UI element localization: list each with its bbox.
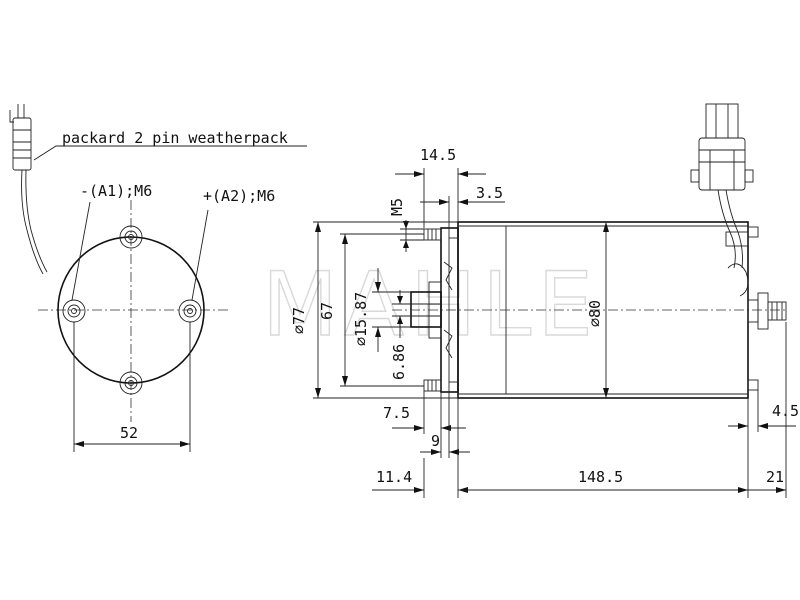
rear-terminal-stud <box>747 292 787 330</box>
side-connector-plug <box>690 103 754 191</box>
dim-52-label: 52 <box>120 424 138 442</box>
wire-loop <box>727 263 749 297</box>
dim-21-label: 21 <box>766 468 784 486</box>
connector-label: packard 2 pin weatherpack <box>62 129 288 147</box>
end-view-body-circle <box>57 236 205 384</box>
dim-4-5-label: 4.5 <box>772 402 799 420</box>
dim-7-5-label: 7.5 <box>383 404 410 422</box>
dim-148-5-label: 148.5 <box>578 468 623 486</box>
output-shaft <box>410 291 442 328</box>
dim-67-label: 67 <box>318 302 336 320</box>
side-view: 14.5 3.5 M5 ⌀77 67 ⌀15.87 <box>290 103 799 498</box>
dim-dia77-label: ⌀77 <box>290 307 308 334</box>
wire-clamp <box>725 231 749 247</box>
mahle-watermark: MAHLE <box>262 253 599 356</box>
terminal-top <box>119 225 143 249</box>
dim-dia15-87-label: ⌀15.87 <box>352 292 370 346</box>
rear-bolt-top <box>747 226 759 238</box>
terminal-pos-a2 <box>178 299 202 323</box>
dim-dia80-label: ⌀80 <box>586 300 604 327</box>
dim-11-4-label: 11.4 <box>376 468 412 486</box>
terminal-neg-a1 <box>62 299 86 323</box>
end-view: packard 2 pin weatherpack -(A1);M6 +(A2)… <box>9 104 307 452</box>
dim-9-label: 9 <box>431 432 440 450</box>
terminal-neg-label: -(A1);M6 <box>80 182 152 200</box>
connector-cable-2 <box>25 169 48 273</box>
connector-leader <box>33 145 307 161</box>
thread-m5-label: M5 <box>388 198 406 216</box>
connector-cable <box>21 169 44 275</box>
side-connector-wire-1 <box>717 189 736 269</box>
terminal-pos-label: +(A2);M6 <box>203 187 275 205</box>
dim-6-86-label: 6.86 <box>390 344 408 380</box>
connector-plug <box>9 104 32 171</box>
dim-3-5-label: 3.5 <box>476 184 503 202</box>
mounting-stud-top <box>423 228 442 241</box>
rear-bolt-bottom <box>747 379 759 391</box>
terminal-bottom <box>119 371 143 395</box>
terminal-neg-leader <box>71 201 91 301</box>
dim-14-5-label: 14.5 <box>420 146 456 164</box>
terminal-pos-leader <box>191 209 209 301</box>
mounting-stud-bottom <box>423 379 442 392</box>
